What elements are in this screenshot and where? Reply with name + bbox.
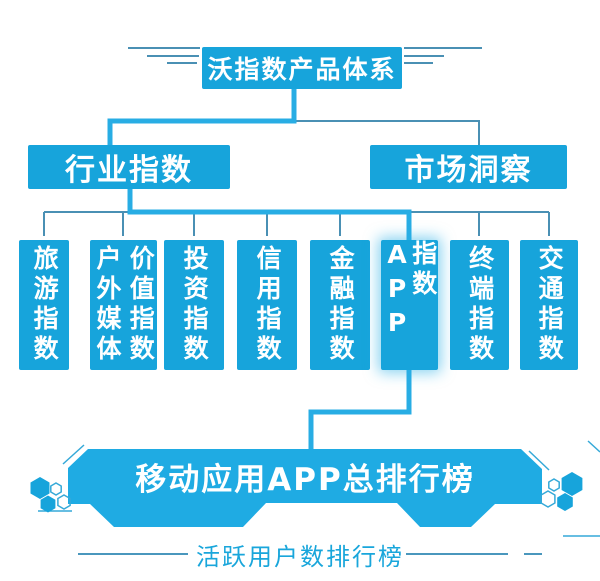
node-terminal-index: 终端指数 bbox=[450, 240, 509, 370]
connector-root-to-level2 bbox=[107, 89, 480, 146]
hexagon-icon bbox=[557, 493, 573, 511]
node-wo-index-product-system: 沃指数产品体系 bbox=[202, 47, 402, 89]
node-label: 交通指数 bbox=[535, 245, 565, 365]
node-credit-index: 信用指数 bbox=[237, 240, 297, 370]
hexagon-icon bbox=[548, 478, 560, 492]
node-label: 信用指数 bbox=[253, 245, 283, 365]
connector-industry-to-columns bbox=[43, 189, 550, 241]
footer-label-text: 活跃用户数排行榜 bbox=[196, 542, 404, 571]
node-outdoor-media-value-index: 户外媒体 价值指数 bbox=[90, 240, 157, 370]
banner-label-text: 移动应用APP总排行榜 bbox=[135, 461, 475, 498]
hexagon-cluster-left bbox=[30, 477, 71, 513]
node-label: 行业指数 bbox=[65, 153, 193, 188]
footer-active-users-ranking: 活跃用户数排行榜 bbox=[150, 539, 450, 571]
hexagon-icon bbox=[561, 472, 583, 496]
node-label: 户外媒体 bbox=[93, 245, 122, 365]
node-label: 市场洞察 bbox=[404, 153, 533, 188]
node-investment-index: 投资指数 bbox=[164, 240, 224, 370]
node-label: 沃指数产品体系 bbox=[207, 55, 397, 84]
node-label: 投资指数 bbox=[180, 245, 210, 365]
hexagon-icon bbox=[540, 490, 556, 508]
node-label: 价值指数 bbox=[126, 245, 156, 365]
speed-lines-icon bbox=[128, 47, 482, 64]
node-label: 旅游指数 bbox=[30, 245, 60, 365]
node-label: 终端指数 bbox=[465, 245, 495, 365]
banner-ribbon bbox=[30, 440, 600, 537]
banner-echo-lines bbox=[38, 440, 600, 537]
node-label: APP指数 bbox=[382, 240, 438, 342]
hexagon-icon bbox=[57, 494, 71, 510]
node-travel-index: 旅游指数 bbox=[19, 240, 69, 370]
node-app-index: APP指数 bbox=[381, 240, 438, 370]
banner-shape bbox=[68, 449, 542, 527]
node-label: 金融指数 bbox=[326, 245, 356, 365]
node-transport-index: 交通指数 bbox=[520, 240, 578, 370]
node-industry-index: 行业指数 bbox=[28, 145, 230, 189]
hexagon-icon bbox=[40, 495, 56, 513]
connector-app-to-banner bbox=[308, 370, 412, 452]
node-market-insight: 市场洞察 bbox=[370, 145, 567, 189]
banner-app-total-ranking: 移动应用APP总排行榜 bbox=[68, 452, 542, 500]
hexagon-icon bbox=[50, 482, 62, 496]
hexagon-cluster-right bbox=[540, 472, 583, 511]
hexagon-icon bbox=[30, 477, 50, 499]
node-finance-index: 金融指数 bbox=[310, 240, 370, 370]
